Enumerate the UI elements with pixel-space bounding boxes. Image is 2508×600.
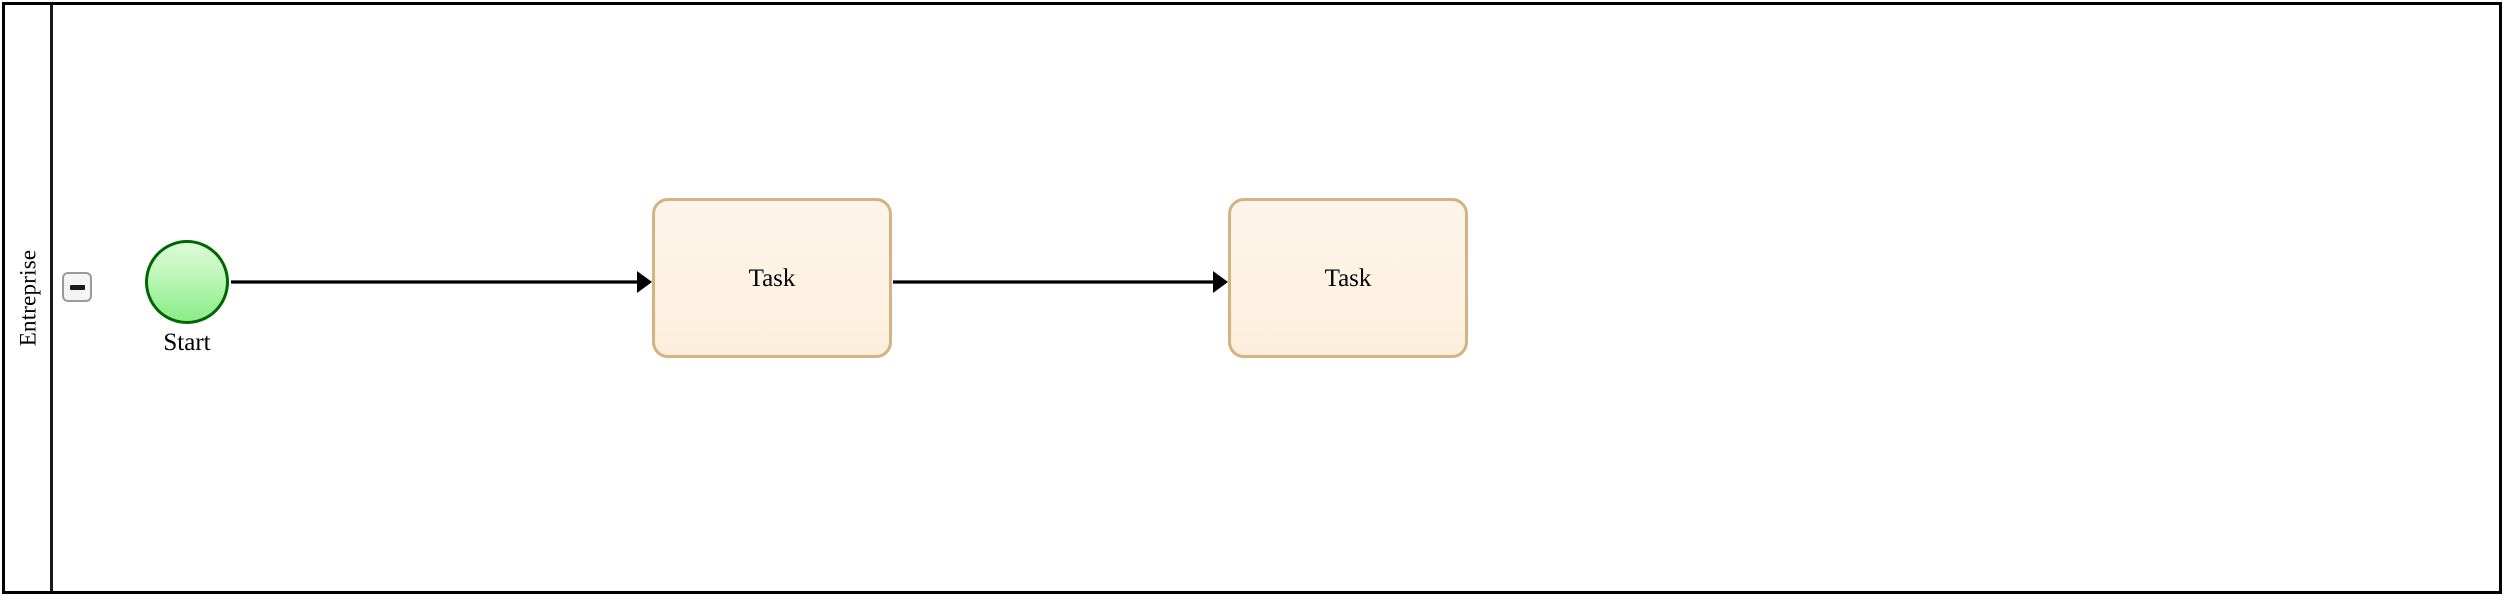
- task-node-2[interactable]: Task: [1228, 198, 1468, 358]
- task-label: Task: [748, 264, 796, 292]
- start-event-node[interactable]: Start: [145, 240, 229, 355]
- task-label: Task: [1324, 264, 1372, 292]
- start-event-circle[interactable]: [145, 240, 229, 324]
- pool-header-band[interactable]: Entreprise: [5, 5, 53, 591]
- collapse-lane-toggle-button[interactable]: [62, 272, 92, 302]
- pool-name-label: Entreprise: [15, 249, 40, 347]
- start-event-label: Start: [163, 329, 211, 356]
- task-node-1[interactable]: Task: [652, 198, 892, 358]
- minus-icon: [69, 284, 85, 290]
